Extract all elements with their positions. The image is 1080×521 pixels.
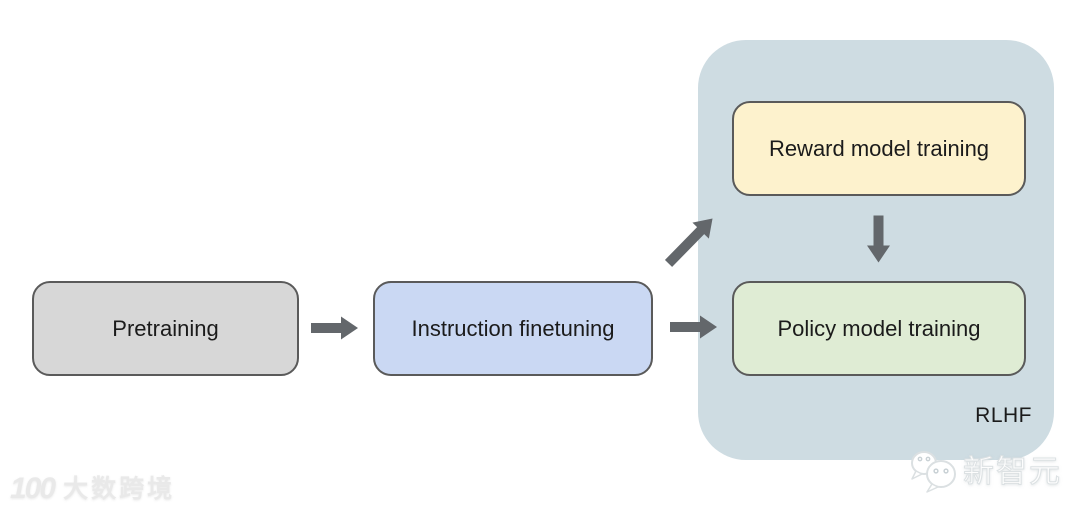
wechat-icon xyxy=(911,451,956,493)
node-policy-model-training-label: Policy model training xyxy=(777,315,981,341)
arrow-finetuning-to-reward-icon xyxy=(664,218,713,268)
rlhf-container-label: RLHF xyxy=(975,404,1032,427)
node-reward-model-training-label: Reward model training xyxy=(768,135,990,161)
arrow-finetuning-to-policy-icon xyxy=(670,315,717,339)
node-policy-model-training: Policy model training xyxy=(732,281,1026,376)
watermark-bottom-left: 100 大数跨境 xyxy=(10,474,175,504)
arrow-reward-to-policy-icon xyxy=(867,215,890,263)
watermark-left-brand-text: 大数跨境 xyxy=(63,474,176,503)
node-pretraining-label: Pretraining xyxy=(112,315,219,341)
node-pretraining: Pretraining xyxy=(32,281,299,376)
watermark-bottom-right: 新智元 xyxy=(908,448,1062,494)
node-instruction-finetuning: Instruction finetuning xyxy=(373,281,653,376)
node-instruction-finetuning-label: Instruction finetuning xyxy=(411,315,615,341)
watermark-right-brand-text: 新智元 xyxy=(963,453,1062,489)
arrow-pretraining-to-finetuning-icon xyxy=(311,316,358,340)
dashukuajing-logo-icon: 100 xyxy=(10,472,56,505)
node-reward-model-training: Reward model training xyxy=(732,101,1026,196)
